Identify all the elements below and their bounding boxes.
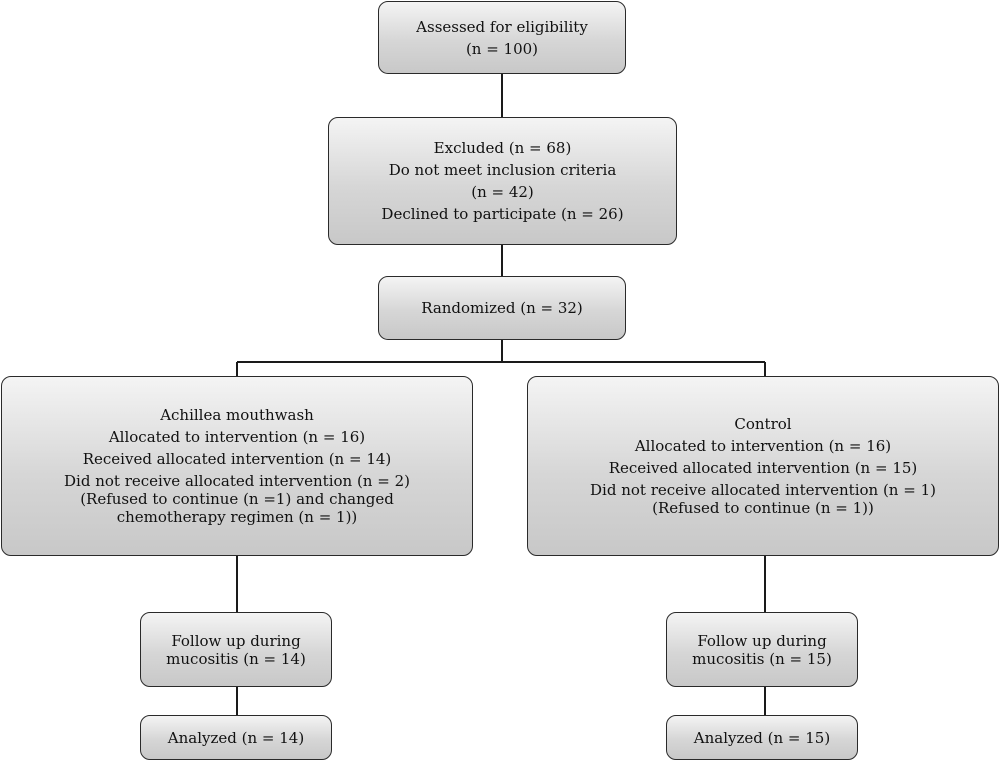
assessed-count: (n = 100)	[465, 39, 539, 58]
right-arm-title: Control	[734, 415, 792, 433]
excluded-criteria-label: Do not meet inclusion criteria	[388, 161, 617, 179]
right-analyzed-label: Analyzed (n = 15)	[693, 728, 831, 747]
left-arm-not-received-detail-2: chemotherapy regimen (n = 1))	[116, 508, 358, 526]
left-arm-not-received: Did not receive allocated intervention (…	[64, 472, 410, 490]
left-followup-line-2: mucositis (n = 14)	[166, 649, 306, 668]
excluded-box: Excluded (n = 68) Do not meet inclusion …	[328, 117, 677, 245]
left-arm-not-received-detail-1: (Refused to continue (n =1) and changed	[80, 490, 394, 508]
right-arm-box: Control Allocated to intervention (n = 1…	[527, 376, 999, 556]
left-followup-box: Follow up during mucositis (n = 14)	[140, 612, 332, 687]
right-arm-allocated: Allocated to intervention (n = 16)	[634, 437, 892, 455]
excluded-criteria-count: (n = 42)	[471, 183, 534, 201]
assessed-box: Assessed for eligibility (n = 100)	[378, 1, 626, 74]
left-followup-line-1: Follow up during	[171, 631, 301, 650]
right-analyzed-box: Analyzed (n = 15)	[666, 715, 858, 760]
left-analyzed-box: Analyzed (n = 14)	[140, 715, 332, 760]
left-arm-box: Achillea mouthwash Allocated to interven…	[1, 376, 473, 556]
right-arm-not-received-detail-1: (Refused to continue (n = 1))	[652, 499, 874, 517]
left-arm-title: Achillea mouthwash	[160, 406, 314, 424]
excluded-declined: Declined to participate (n = 26)	[381, 205, 624, 223]
left-analyzed-label: Analyzed (n = 14)	[167, 728, 305, 747]
left-arm-received: Received allocated intervention (n = 14)	[82, 450, 392, 468]
right-followup-box: Follow up during mucositis (n = 15)	[666, 612, 858, 687]
excluded-title: Excluded (n = 68)	[433, 139, 572, 157]
assessed-title: Assessed for eligibility	[416, 17, 588, 36]
left-arm-allocated: Allocated to intervention (n = 16)	[108, 428, 366, 446]
randomized-label: Randomized (n = 32)	[421, 299, 583, 317]
right-arm-not-received: Did not receive allocated intervention (…	[590, 481, 936, 499]
right-followup-line-1: Follow up during	[697, 631, 827, 650]
randomized-box: Randomized (n = 32)	[378, 276, 626, 340]
right-followup-line-2: mucositis (n = 15)	[692, 649, 832, 668]
right-arm-received: Received allocated intervention (n = 15)	[608, 459, 918, 477]
